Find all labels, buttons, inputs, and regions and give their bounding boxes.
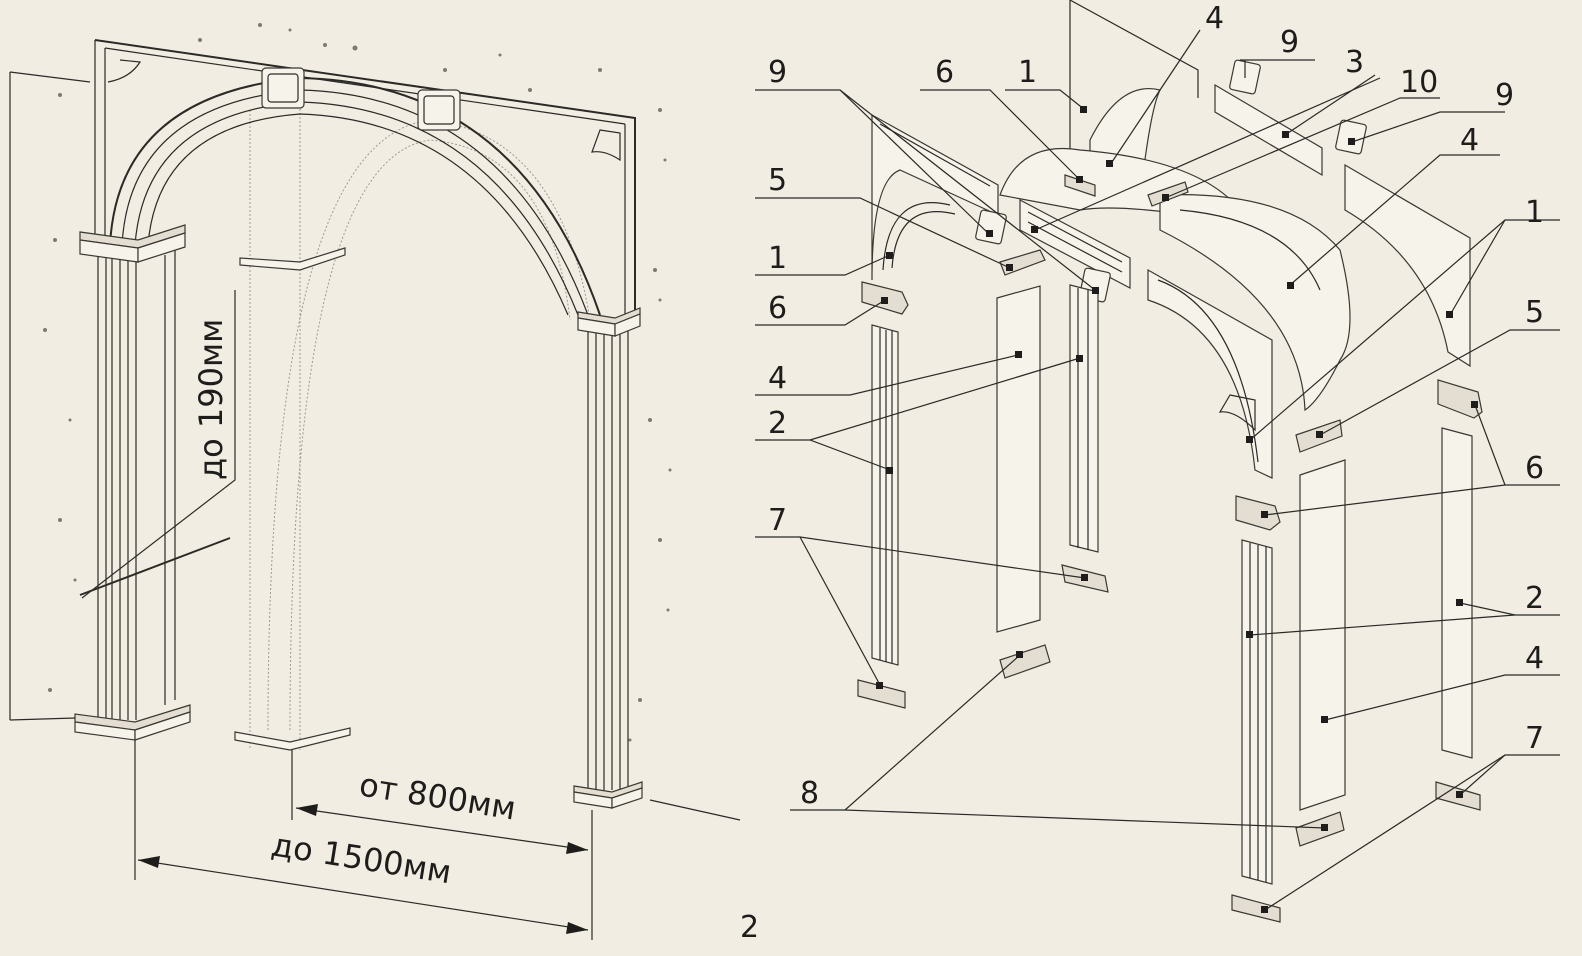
part-keystone-b [1335, 119, 1367, 155]
callout-6: 6 [935, 55, 954, 90]
callout-4: 4 [1525, 641, 1544, 676]
keystone-block-right-inner [423, 95, 455, 125]
left-pilaster [74, 224, 191, 741]
callout-numbers: 9 6 1 4 9 3 10 9 4 5 1 1 6 5 4 2 6 7 2 4… [768, 1, 1544, 811]
callout-5: 5 [768, 163, 787, 198]
leader-lines [755, 29, 1560, 911]
callout-4: 4 [768, 361, 787, 396]
callout-2: 2 [768, 406, 787, 441]
rear-arch-ghost [234, 105, 591, 751]
callout-1: 1 [1525, 195, 1544, 230]
part-keystone-c [975, 209, 1007, 245]
callout-3: 3 [1345, 45, 1364, 80]
exploded-arch-view: 9 6 1 4 9 3 10 9 4 5 1 1 6 5 4 2 6 7 2 4… [755, 0, 1560, 923]
callout-6: 6 [768, 291, 787, 326]
callout-4: 4 [1205, 1, 1224, 36]
wall-texture [43, 23, 672, 742]
callout-1: 1 [1018, 55, 1037, 90]
arch-curve [109, 76, 601, 316]
figure-number: 2 [740, 910, 759, 945]
part-capitals [861, 174, 1483, 531]
callout-5: 5 [1525, 295, 1544, 330]
callout-4: 4 [1460, 123, 1479, 158]
part-strip-mid-grooves [1027, 211, 1123, 273]
part-frame-far-right [1344, 163, 1471, 368]
part-bases [857, 564, 1481, 923]
part-frame-right [1147, 268, 1273, 479]
callout-9: 9 [768, 55, 787, 90]
opening-min-label: от 800мм [357, 765, 519, 827]
callout-2: 2 [1525, 581, 1544, 616]
callout-7: 7 [1525, 721, 1544, 756]
part-pilasters [871, 284, 1473, 885]
callout-8: 8 [800, 776, 819, 811]
callout-6: 6 [1525, 451, 1544, 486]
keystone-block-right [417, 89, 461, 131]
callout-9: 9 [1280, 25, 1299, 60]
dimension-lines [9, 71, 741, 940]
callout-1: 1 [768, 241, 787, 276]
rear-panel-edge [1069, 0, 1199, 150]
leader-dots [876, 106, 1478, 913]
depth-label: до 190мм [192, 319, 230, 480]
callout-9: 9 [1495, 78, 1514, 113]
part-strip-top [1214, 83, 1323, 177]
assembled-arch-view: до 190мм от 800мм до 1500мм 2 [9, 23, 759, 945]
callout-7: 7 [768, 503, 787, 538]
opening-max-label: до 1500мм [269, 825, 454, 891]
right-pilaster [573, 307, 643, 809]
part-frame-left [871, 113, 999, 281]
keystone-block-left [261, 67, 305, 109]
callout-10: 10 [1400, 65, 1438, 100]
keystone-block-left-inner [267, 73, 299, 103]
top-beam [94, 39, 636, 320]
